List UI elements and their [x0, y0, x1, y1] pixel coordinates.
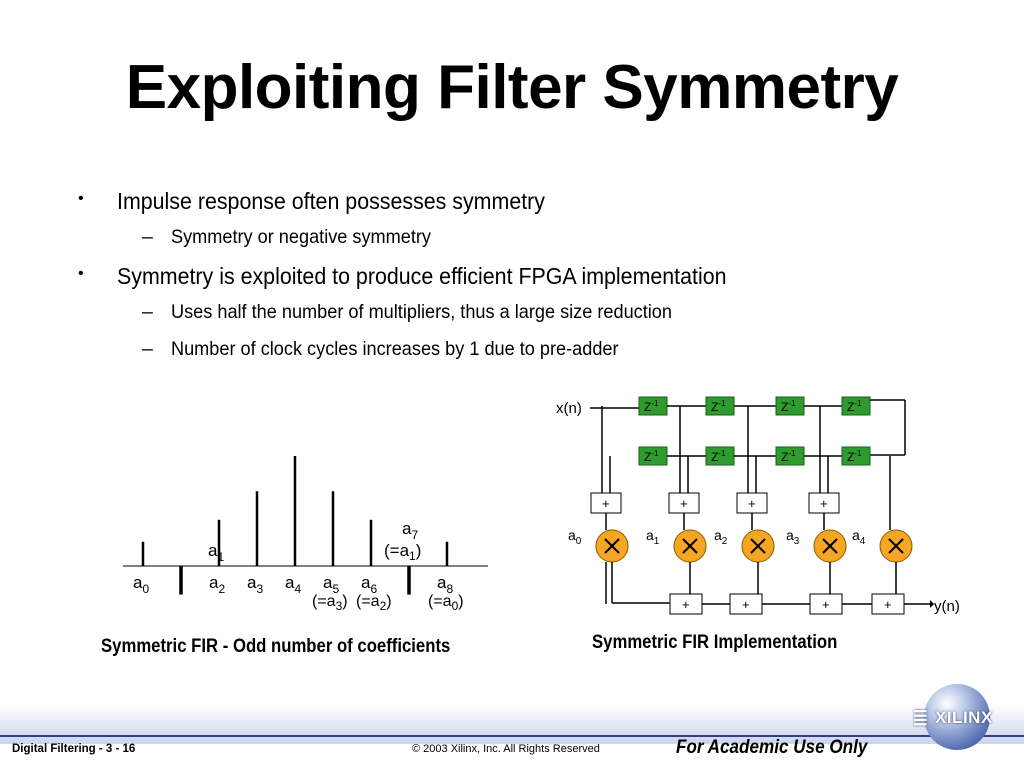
stem-label: a1 [208, 541, 224, 564]
delay-label: Z-1 [711, 449, 726, 464]
stem-label: a5 [323, 573, 339, 596]
delay-label: Z-1 [644, 449, 659, 464]
coef-label: a1 [646, 527, 660, 547]
stem-label: a2 [209, 573, 225, 596]
adder-label: + [682, 597, 690, 612]
dash-icon: – [142, 338, 153, 360]
stem-note: (=a3) [312, 593, 348, 613]
delay-label: Z-1 [847, 399, 862, 414]
delay-label: Z-1 [781, 399, 796, 414]
sub-bullet-item: – Uses half the number of multipliers, t… [60, 299, 960, 336]
footer-copyright: © 2003 Xilinx, Inc. All Rights Reserved [412, 743, 600, 755]
multiply-x-icon [682, 538, 698, 554]
bullet-dot-icon: • [78, 265, 84, 282]
footer-band [0, 704, 1024, 744]
xilinx-globe-icon [924, 684, 990, 750]
delay-block [841, 396, 871, 416]
sub-bullet-item: – Symmetry or negative symmetry [60, 224, 960, 261]
sub-bullet-text: Symmetry or negative symmetry [171, 226, 431, 248]
coef-label: a0 [568, 527, 582, 547]
fir-diagram-caption: Symmetric FIR Implementation [592, 632, 838, 653]
multiply-x-icon [750, 538, 766, 554]
delay-label: Z-1 [847, 449, 862, 464]
bullet-item: • Impulse response often possesses symme… [60, 186, 960, 224]
adder-label: + [820, 496, 828, 511]
impulse-chart-caption: Symmetric FIR - Odd number of coefficien… [101, 636, 451, 657]
stem-label: a4 [285, 573, 301, 596]
coef-label: a4 [852, 527, 866, 547]
output-label: y(n) [934, 598, 960, 615]
bullet-text: Impulse response often possesses symmetr… [117, 188, 545, 214]
stem-note: (=a1) [384, 541, 421, 563]
adder-label: + [748, 496, 756, 511]
xilinx-logo: XILINX [935, 708, 993, 727]
stem-label: a6 [361, 573, 377, 596]
coef-label: a3 [786, 527, 800, 547]
stem-note: (=a0) [428, 593, 464, 613]
stem-notes: (=a3) (=a2) (=a0) [312, 593, 464, 613]
stem-label: a0 [133, 573, 149, 596]
footer-slide-number: Digital Filtering - 3 - 16 [12, 743, 136, 755]
delay-block [841, 446, 871, 466]
dash-icon: – [142, 226, 153, 248]
arrow-icon [930, 600, 934, 608]
delay-label: Z-1 [644, 399, 659, 414]
coef-label: a2 [714, 527, 728, 547]
stem-label: a8 [437, 573, 453, 596]
adder-label: + [680, 496, 688, 511]
multiply-x-icon [888, 538, 904, 554]
slide-title: Exploiting Filter Symmetry [125, 53, 899, 122]
sub-bullet-text: Uses half the number of multipliers, thu… [171, 301, 672, 323]
adder-label: + [742, 597, 750, 612]
stem-note: (=a2) [356, 593, 392, 613]
footer-notice: For Academic Use Only [676, 737, 868, 758]
adder-label: + [822, 597, 830, 612]
input-label: x(n) [556, 400, 582, 417]
multiply-x-icon [604, 538, 620, 554]
stem-label: a3 [247, 573, 263, 596]
dash-icon: – [142, 301, 153, 323]
stem-label: a7 [402, 519, 418, 542]
adder-label: + [602, 496, 610, 511]
delay-label: Z-1 [711, 399, 726, 414]
xilinx-chevron-icon: ≣ [912, 707, 929, 729]
bullet-list: • Impulse response often possesses symme… [60, 186, 960, 373]
delay-label: Z-1 [781, 449, 796, 464]
bullet-dot-icon: • [78, 190, 84, 207]
footer-rule [0, 735, 1024, 737]
sub-bullet-text: Number of clock cycles increases by 1 du… [171, 338, 619, 360]
bullet-text: Symmetry is exploited to produce efficie… [117, 263, 727, 289]
sub-bullet-item: – Number of clock cycles increases by 1 … [60, 336, 960, 373]
bullet-item: • Symmetry is exploited to produce effic… [60, 261, 960, 299]
adder-label: + [884, 597, 892, 612]
multiply-x-icon [822, 538, 838, 554]
